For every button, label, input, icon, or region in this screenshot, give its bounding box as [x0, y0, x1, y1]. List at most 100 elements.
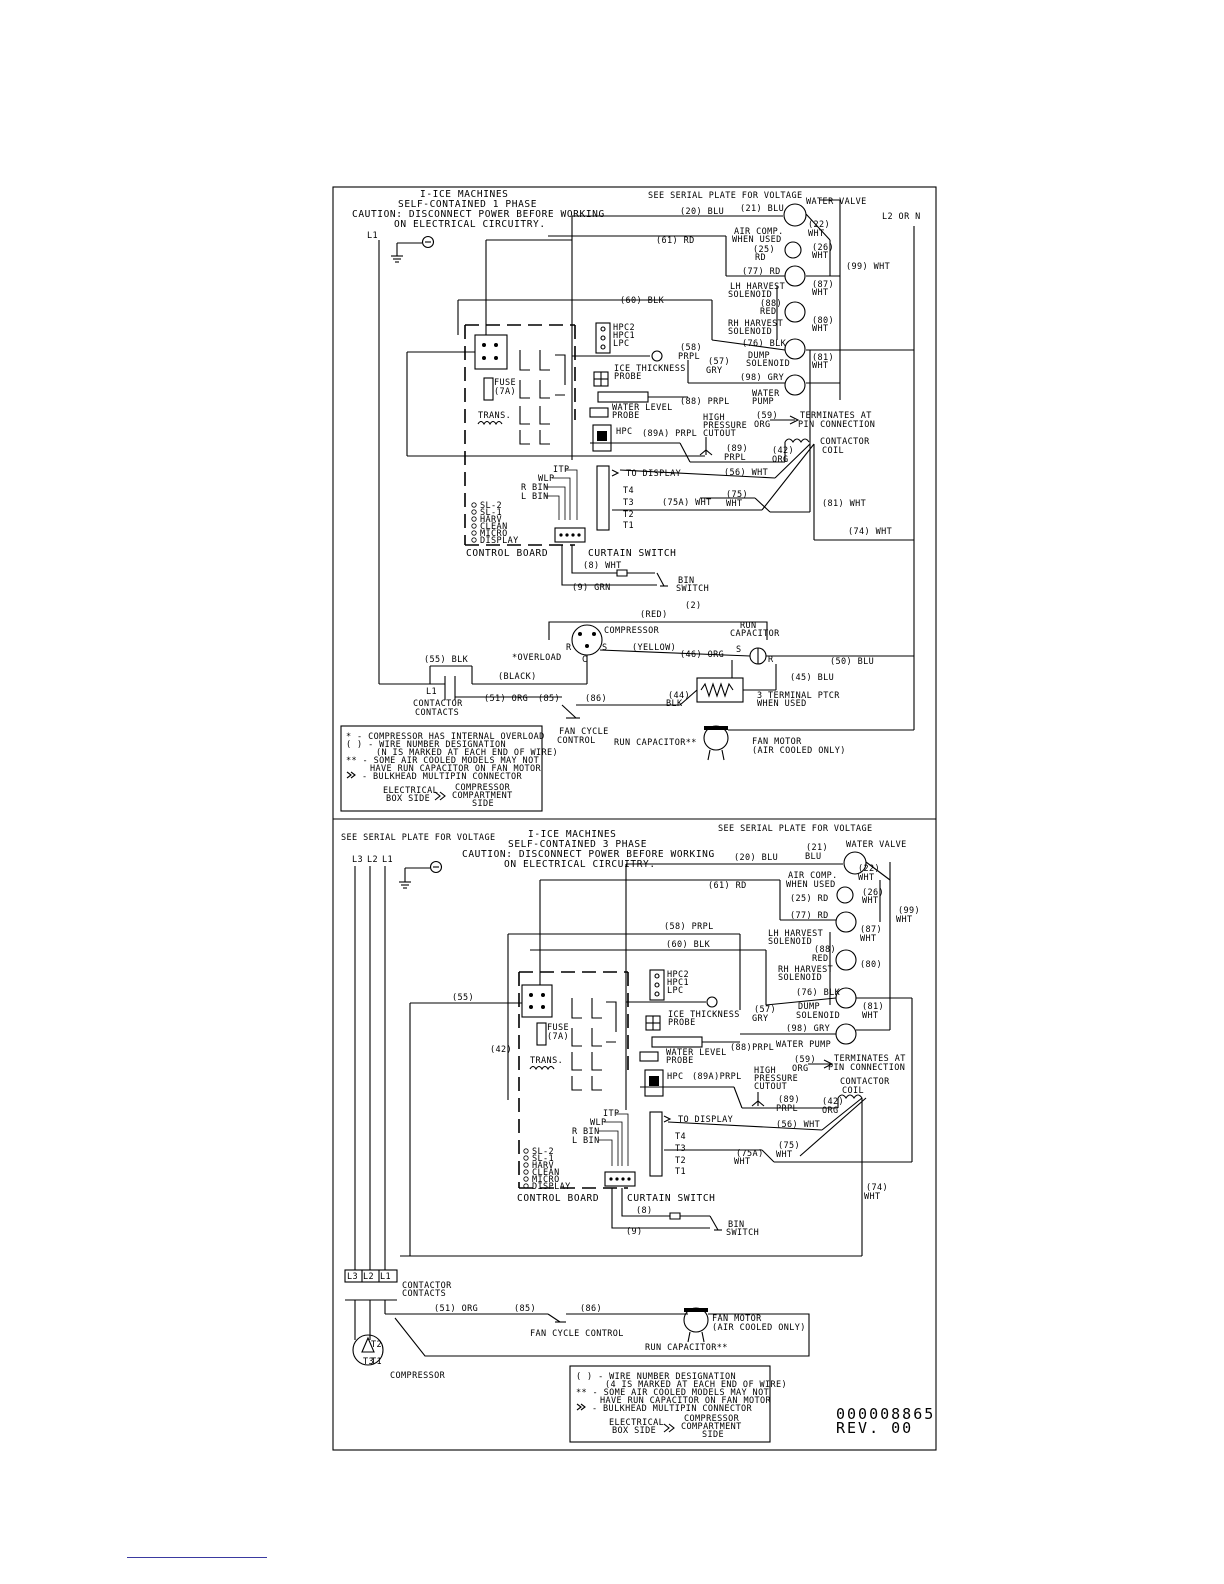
svg-text:(89A)PRPL: (89A)PRPL	[692, 1072, 742, 1082]
svg-text:(61) RD: (61) RD	[656, 236, 695, 246]
svg-text:(77) RD: (77) RD	[742, 267, 781, 277]
svg-text:WHEN USED: WHEN USED	[732, 235, 782, 245]
svg-text:GRY: GRY	[706, 366, 723, 376]
d1-title-line-3: CAUTION: DISCONNECT POWER BEFORE WORKING	[352, 209, 605, 220]
svg-text:HIGH: HIGH	[754, 1066, 776, 1076]
d2-bulkhead-symbol-icon	[576, 1403, 586, 1411]
d1-pressure-connector	[595, 322, 611, 354]
svg-text:(99): (99)	[898, 906, 920, 916]
svg-text:T1: T1	[371, 1357, 382, 1367]
svg-text:HARV: HARV	[480, 515, 502, 525]
svg-text:CONTACTOR: CONTACTOR	[840, 1077, 890, 1087]
d2-pressure-connector	[649, 969, 665, 1001]
svg-text:(21) BLU: (21) BLU	[740, 204, 784, 214]
svg-text:T2: T2	[675, 1156, 686, 1166]
svg-text:L BIN: L BIN	[572, 1136, 600, 1146]
d2-curtain-connector	[604, 1171, 636, 1187]
svg-text:ORG: ORG	[792, 1064, 809, 1074]
d2-water-pump-motor	[835, 1023, 857, 1045]
d2-rh-harvest-solenoid	[835, 949, 857, 971]
d1-l2n-label: L2 OR N	[882, 212, 921, 222]
svg-text:TERMINATES AT: TERMINATES AT	[834, 1054, 906, 1064]
svg-text:(74) WHT: (74) WHT	[848, 527, 892, 537]
d2-air-comp-icon	[836, 886, 854, 904]
svg-text:(77) RD: (77) RD	[790, 911, 829, 921]
svg-text:PRPL: PRPL	[776, 1104, 798, 1114]
svg-text:(21): (21)	[806, 843, 828, 853]
svg-text:(60) BLK: (60) BLK	[620, 296, 665, 306]
d1-legend-box	[340, 725, 543, 812]
svg-text:(2): (2)	[685, 601, 702, 611]
svg-text:T3: T3	[623, 498, 634, 508]
svg-text:COMPARTMENT: COMPARTMENT	[452, 791, 513, 801]
svg-text:PUMP: PUMP	[752, 397, 774, 407]
svg-text:(51) ORG: (51) ORG	[484, 694, 528, 704]
svg-text:L1: L1	[380, 1272, 391, 1282]
svg-text:(N IS MARKED AT EACH END OF WI: (N IS MARKED AT EACH END OF WIRE)	[376, 748, 558, 758]
svg-text:(7A): (7A)	[494, 387, 516, 397]
svg-text:(58): (58)	[680, 343, 702, 353]
d1-l1-label: L1	[367, 231, 378, 241]
svg-text:PRPL: PRPL	[724, 453, 746, 463]
svg-text:COIL: COIL	[822, 446, 844, 456]
d1-ground-icon	[391, 235, 435, 263]
d2-compressor-motor	[352, 1334, 384, 1366]
svg-text:PROBE: PROBE	[614, 372, 642, 382]
svg-text:(42): (42)	[822, 1097, 844, 1107]
d1-control-board-label: CONTROL BOARD	[466, 548, 548, 559]
svg-text:HPC: HPC	[616, 427, 633, 437]
svg-text:WATER LEVEL: WATER LEVEL	[666, 1048, 727, 1058]
svg-text:** - SOME AIR COOLED MODELS MA: ** - SOME AIR COOLED MODELS MAY NOT	[576, 1388, 769, 1398]
d2-control-board-label: CONTROL BOARD	[517, 1193, 599, 1204]
d2-revision: REV. 00	[836, 1419, 913, 1437]
svg-text:LH HARVEST: LH HARVEST	[730, 282, 785, 292]
svg-text:FAN MOTOR: FAN MOTOR	[712, 1314, 762, 1324]
svg-text:R BIN: R BIN	[572, 1127, 600, 1137]
d2-contactor-block	[344, 1269, 398, 1283]
svg-text:CLEAN: CLEAN	[532, 1168, 560, 1178]
svg-text:SL-2: SL-2	[480, 501, 502, 511]
d1-curtain-switch-label: CURTAIN SWITCH	[588, 548, 676, 559]
d1-curtain-connector	[554, 527, 586, 543]
svg-text:BIN: BIN	[678, 576, 695, 586]
d2-serial-note-left: SEE SERIAL PLATE FOR VOLTAGE	[341, 833, 496, 843]
svg-text:(56) WHT: (56) WHT	[776, 1120, 820, 1130]
svg-text:(75A): (75A)	[736, 1149, 764, 1159]
svg-text:HPC2: HPC2	[613, 323, 635, 333]
svg-text:PROBE: PROBE	[612, 411, 640, 421]
svg-text:TRANS.: TRANS.	[530, 1056, 563, 1066]
svg-text:COMPARTMENT: COMPARTMENT	[681, 1422, 742, 1432]
svg-text:SOLENOID: SOLENOID	[778, 973, 822, 983]
svg-text:*OVERLOAD: *OVERLOAD	[512, 653, 562, 663]
svg-text:CONTACTS: CONTACTS	[402, 1289, 446, 1299]
d2-title-line-3: CAUTION: DISCONNECT POWER BEFORE WORKING	[462, 849, 715, 860]
svg-text:WHT: WHT	[776, 1150, 793, 1160]
svg-text:HARV: HARV	[532, 1161, 554, 1171]
svg-text:CAPACITOR: CAPACITOR	[730, 629, 780, 639]
svg-text:L3: L3	[347, 1272, 358, 1282]
d2-contactor-coil	[837, 1094, 863, 1099]
svg-text:PROBE: PROBE	[668, 1018, 696, 1028]
d2-ground-icon	[399, 860, 443, 889]
svg-text:- BULKHEAD MULTIPIN CONNECTOR: - BULKHEAD MULTIPIN CONNECTOR	[592, 1404, 752, 1414]
svg-text:** - SOME AIR COOLED MODELS MA: ** - SOME AIR COOLED MODELS MAY NOT	[346, 756, 539, 766]
d1-water-valve-label: WATER VALVE	[806, 197, 867, 207]
svg-text:AIR COMP.: AIR COMP.	[788, 871, 838, 881]
svg-text:WHT: WHT	[860, 934, 877, 944]
svg-text:RED: RED	[812, 954, 829, 964]
svg-text:(44): (44)	[668, 691, 690, 701]
svg-text:SOLENOID: SOLENOID	[796, 1011, 840, 1021]
svg-text:WATER: WATER	[752, 389, 780, 399]
svg-text:T4: T4	[675, 1132, 686, 1142]
svg-text:RH HARVEST: RH HARVEST	[778, 965, 833, 975]
svg-text:WATER LEVEL: WATER LEVEL	[612, 403, 673, 413]
svg-text:HPC1: HPC1	[667, 978, 689, 988]
svg-text:(AIR COOLED ONLY): (AIR COOLED ONLY)	[752, 746, 846, 756]
d2-water-level-probe-icon	[651, 1036, 703, 1048]
svg-text:HPC1: HPC1	[613, 331, 635, 341]
d1-air-comp-icon	[784, 241, 802, 259]
svg-text:WHEN USED: WHEN USED	[757, 699, 807, 709]
svg-text:T3: T3	[675, 1144, 686, 1154]
svg-text:SL-2: SL-2	[532, 1147, 554, 1157]
d1-dump-solenoid	[784, 338, 806, 360]
